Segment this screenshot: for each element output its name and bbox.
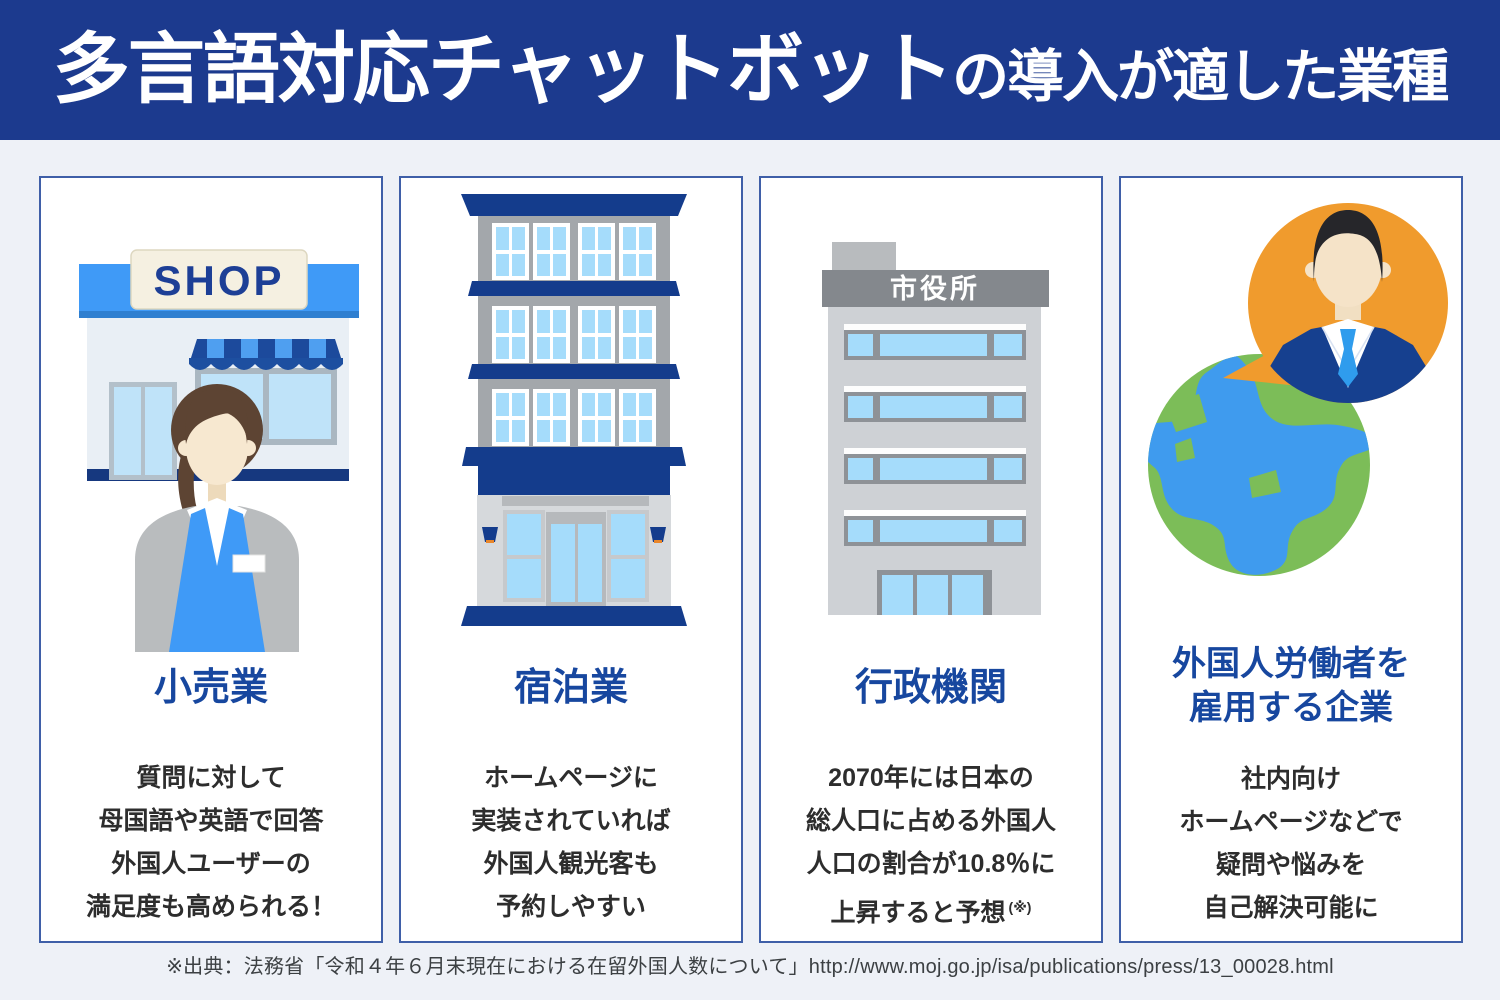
text-line: 総人口に占める外国人 [805,807,1056,835]
card-government-illustration: 市役所 [761,178,1101,665]
card-lodging-title: 宿泊業 [514,665,628,711]
text-line: 母国語や英語で回答 [98,807,324,835]
text-line: 行政機関 [854,667,1007,709]
card-retail-illustration: SHOP [41,178,381,665]
hotel-lamps [482,527,666,543]
text-line: 宿泊業 [513,667,628,709]
city-hall-entrance [877,570,992,615]
text-line: 小売業 [153,667,268,709]
shop-left-window [109,382,177,480]
card-lodging-illustration [401,178,741,665]
hotel-entrance-door [546,512,606,606]
text-line: 2070年には日本の [828,764,1034,792]
card-row: SHOP [39,176,1463,943]
card-retail: SHOP [39,176,383,943]
text-line: ホームページに [484,764,658,792]
hotel-ground-windows [503,510,649,602]
card-government-title: 行政機関 [855,665,1007,711]
text-line: 上昇すると予想(※) [830,899,1032,927]
shop-sign-label: SHOP [153,257,284,304]
text-line: 実装されていれば [471,807,671,835]
speech-bubble-tail [1223,354,1299,386]
card-retail-title: 小売業 [154,665,268,711]
card-lodging: 宿泊業 ホームページに実装されていれば外国人観光客も予約しやすい [399,176,743,943]
globe-businessman-icon [1148,203,1448,576]
card-lodging-description: ホームページに実装されていれば外国人観光客も予約しやすい [471,757,670,929]
text-line: 疑問や悩みを [1215,851,1366,879]
text-line: ホームページなどで [1179,808,1403,836]
text-line: 人口の割合が10.8％に [806,850,1056,878]
header-title-sub: の導入が適した業種 [952,45,1449,109]
globe [1148,354,1370,576]
card-retail-description: 質問に対して母国語や英語で回答外国人ユーザーの満足度も高められる！ [86,757,336,929]
shop-awning [189,339,343,370]
shop-clerk [135,384,299,652]
card-foreign-workers: 外国人労働者を雇用する企業 社内向けホームページなどで疑問や悩みを自己解決可能に [1119,176,1463,943]
text-line: 自己解決可能に [1203,894,1379,922]
text-line: 外国人ユーザーの [111,850,311,878]
card-foreign-workers-title: 外国人労働者を雇用する企業 [1172,642,1410,730]
text-line: 雇用する企業 [1189,689,1393,727]
source-citation: ※出典：法務省「令和４年６月末現在における在留外国人数について」http://w… [166,956,1334,978]
shop-sign: SHOP [130,249,308,310]
text-line: 外国人観光客も [483,850,659,878]
text-line: 質問に対して [136,764,286,792]
hotel-building-icon [461,194,687,626]
card-government-description: 2070年には日本の総人口に占める外国人人口の割合が10.8％に上昇すると予想(… [806,757,1056,935]
city-hall-sign-label: 市役所 [890,273,980,304]
text-line: 外国人労働者を [1172,645,1410,683]
businessman-avatar [1248,203,1448,403]
city-hall-icon: 市役所 [822,242,1049,615]
card-foreign-workers-description: 社内向けホームページなどで疑問や悩みを自己解決可能に [1179,758,1402,930]
header-title-main: 多言語対応チャットボット [52,27,954,113]
shop-storefront-icon: SHOP [79,249,359,652]
text-line: 満足度も高められる！ [85,893,336,921]
header-banner: 多言語対応チャットボットの導入が適した業種 [0,0,1500,140]
card-foreign-workers-illustration [1121,178,1461,642]
card-government: 市役所 行政機関 2070年には日本の総人口に占める外国人人口の割合が10.8％… [759,176,1103,943]
text-line: 予約しやすい [496,893,646,921]
text-line: 社内向け [1240,765,1341,793]
footnote-mark: (※) [1008,899,1032,915]
